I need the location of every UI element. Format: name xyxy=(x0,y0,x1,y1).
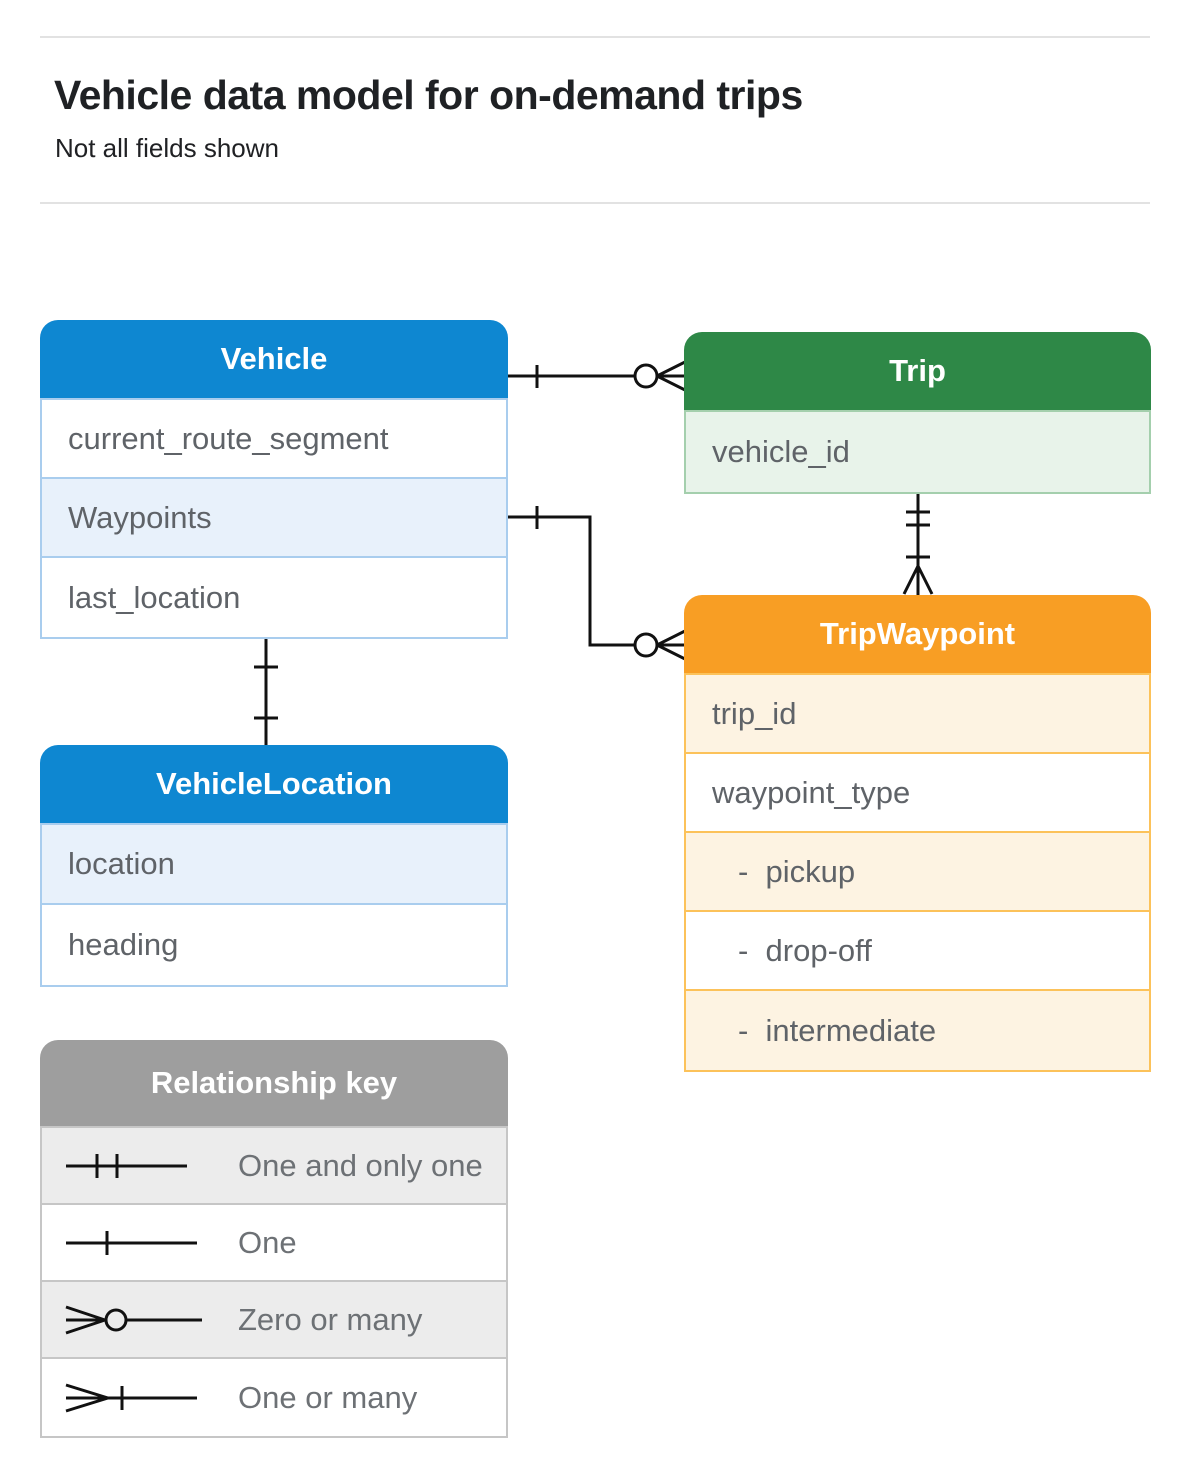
entity-trip-header: Trip xyxy=(684,332,1151,410)
zero-or-many-icon xyxy=(62,1228,212,1412)
entity-vehiclelocation-body: location heading xyxy=(40,823,508,987)
key-row-one-and-only-one: One and only one xyxy=(42,1128,506,1205)
key-label: One and only one xyxy=(238,1147,483,1183)
relationship-key-body: One and only one One xyxy=(40,1126,508,1438)
entity-vehicle-body: current_route_segment Waypoints last_loc… xyxy=(40,398,508,639)
entity-trip-body: vehicle_id xyxy=(684,410,1151,494)
field-location: location xyxy=(42,825,506,905)
key-label: One or many xyxy=(238,1379,418,1415)
key-label: One xyxy=(238,1224,297,1260)
entity-vehicle-header: Vehicle xyxy=(40,320,508,398)
connector-vehicle-trip xyxy=(508,360,686,392)
bottom-divider xyxy=(40,202,1150,204)
key-label: Zero or many xyxy=(238,1301,423,1337)
field-waypoint-type-dropoff: - drop-off xyxy=(686,912,1149,991)
field-vehicle-id: vehicle_id xyxy=(686,412,1149,492)
connector-waypoints-tripwaypoint xyxy=(508,506,686,661)
key-row-one: One xyxy=(42,1205,506,1282)
field-waypoint-type-intermediate: - intermediate xyxy=(686,991,1149,1070)
entity-tripwaypoint-body: trip_id waypoint_type - pickup - drop-of… xyxy=(684,673,1151,1072)
key-row-one-or-many: One or many xyxy=(42,1359,506,1436)
field-waypoint-type: waypoint_type xyxy=(686,754,1149,833)
one-and-only-one-icon xyxy=(62,1074,212,1258)
page-title: Vehicle data model for on-demand trips xyxy=(54,72,803,118)
field-waypoint-type-pickup: - pickup xyxy=(686,833,1149,912)
field-last-location: last_location xyxy=(68,579,241,615)
field-current-route-segment: current_route_segment xyxy=(42,400,506,479)
relationship-key-header: Relationship key xyxy=(40,1040,508,1126)
entity-tripwaypoint-header: TripWaypoint xyxy=(684,595,1151,673)
field-trip-id: trip_id xyxy=(686,675,1149,754)
connector-vehicle-vehiclelocation xyxy=(254,635,278,745)
entity-tripwaypoint: TripWaypoint trip_id waypoint_type - pic… xyxy=(684,595,1151,1072)
relationship-key: Relationship key One and only one xyxy=(40,1040,508,1438)
top-divider xyxy=(40,36,1150,38)
page-subtitle: Not all fields shown xyxy=(55,133,279,163)
one-icon xyxy=(62,1151,212,1335)
field-waypoints: Waypoints xyxy=(42,479,506,558)
connector-trip-tripwaypoint xyxy=(902,490,934,595)
key-row-zero-or-many: Zero or many xyxy=(42,1282,506,1359)
one-or-many-icon xyxy=(62,1306,212,1480)
entity-vehiclelocation-header: VehicleLocation xyxy=(40,745,508,823)
entity-vehiclelocation: VehicleLocation location heading xyxy=(40,745,508,987)
entity-trip: Trip vehicle_id xyxy=(684,332,1151,494)
entity-vehicle: Vehicle current_route_segment Waypoints … xyxy=(40,320,508,639)
field-heading: heading xyxy=(68,927,179,962)
